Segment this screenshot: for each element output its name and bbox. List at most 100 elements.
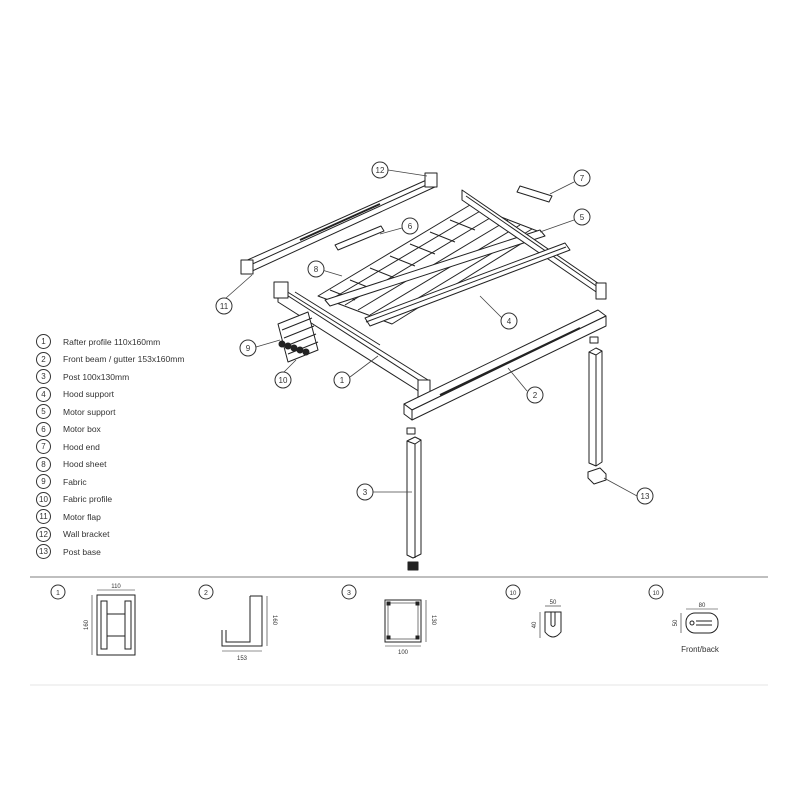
legend-label: Fabric profile — [63, 494, 113, 505]
svg-text:40: 40 — [532, 621, 538, 628]
legend-number: 5 — [36, 404, 51, 420]
legend-label: Fabric — [63, 476, 87, 487]
section-fabric-profile-a: 10 50 40 — [505, 584, 562, 638]
wall-bracket-beam — [240, 172, 438, 275]
legend-item: 9 Fabric — [36, 473, 226, 491]
svg-text:5: 5 — [580, 213, 585, 222]
left-rafter — [273, 281, 431, 398]
svg-text:11: 11 — [220, 302, 229, 311]
legend-label: Motor flap — [63, 511, 101, 522]
legend-label: Post 100x130mm — [63, 371, 130, 382]
legend-number: 4 — [36, 386, 51, 402]
svg-text:50: 50 — [673, 619, 679, 626]
legend-label: Post base — [63, 546, 101, 557]
svg-text:1: 1 — [340, 376, 345, 385]
svg-text:3: 3 — [347, 590, 351, 597]
svg-text:160: 160 — [271, 615, 277, 626]
svg-text:130: 130 — [430, 615, 436, 626]
callout-4: 4 — [500, 312, 518, 330]
legend-item: 12 Wall bracket — [36, 526, 226, 544]
callout-2: 2 — [526, 386, 544, 404]
legend-number: 1 — [36, 334, 51, 350]
svg-text:8: 8 — [314, 265, 319, 274]
parts-legend: 1 Rafter profile 110x160mm 2 Front beam / g… — [36, 333, 226, 561]
svg-text:2: 2 — [204, 590, 208, 597]
fabric-roll — [277, 311, 319, 363]
svg-text:50: 50 — [550, 600, 557, 606]
callouts: 12 7 5 6 8 11 4 9 10 1 2 3 13 — [215, 161, 654, 505]
svg-text:13: 13 — [641, 492, 650, 501]
legend-item: 2 Front beam / gutter 153x160mm — [36, 351, 226, 369]
legend-item: 5 Motor support — [36, 403, 226, 421]
motor-support — [324, 229, 546, 307]
legend-label: Front beam / gutter 153x160mm — [63, 354, 185, 365]
legend-number: 2 — [36, 351, 51, 367]
callout-3: 3 — [356, 483, 374, 501]
svg-text:9: 9 — [246, 344, 251, 353]
legend-item: 8 Hood sheet — [36, 456, 226, 474]
legend-item: 10 Fabric profile — [36, 491, 226, 509]
section-rafter-profile: 1 110 160 — [50, 584, 136, 656]
legend-item: 6 Motor box — [36, 421, 226, 439]
callout-11: 11 — [215, 297, 233, 315]
legend-label: Motor support — [63, 406, 116, 417]
legend-item: 3 Post 100x130mm — [36, 368, 226, 386]
callout-5: 5 — [573, 208, 591, 226]
leader-lines — [225, 169, 638, 497]
legend-number: 10 — [36, 491, 51, 507]
legend-item: 11 Motor flap — [36, 508, 226, 526]
legend-label: Hood end — [63, 441, 100, 452]
svg-text:80: 80 — [699, 603, 706, 609]
legend-number: 9 — [36, 474, 51, 490]
callout-9: 9 — [239, 339, 257, 357]
legend-number: 8 — [36, 456, 51, 472]
legend-item: 1 Rafter profile 110x160mm — [36, 333, 226, 351]
svg-text:3: 3 — [363, 488, 368, 497]
legend-label: Rafter profile 110x160mm — [63, 336, 161, 347]
callout-10: 10 — [274, 371, 292, 389]
callout-13: 13 — [636, 487, 654, 505]
svg-text:153: 153 — [237, 656, 248, 662]
svg-text:12: 12 — [376, 166, 385, 175]
legend-number: 3 — [36, 369, 51, 385]
svg-text:10: 10 — [653, 591, 660, 597]
legend-label: Wall bracket — [63, 529, 110, 540]
callout-1: 1 — [333, 371, 351, 389]
svg-text:10: 10 — [279, 376, 288, 385]
motor-box — [334, 225, 385, 251]
legend-item: 4 Hood support — [36, 386, 226, 404]
front-beam — [403, 309, 607, 421]
legend-number: 13 — [36, 544, 51, 560]
legend-number: 12 — [36, 526, 51, 542]
svg-text:1: 1 — [56, 590, 60, 597]
section-front-beam: 2 160 153 — [198, 584, 277, 662]
legend-number: 6 — [36, 421, 51, 437]
hood-support — [364, 242, 571, 327]
legend-number: 11 — [36, 509, 51, 525]
callout-12: 12 — [371, 161, 389, 179]
svg-text:160: 160 — [84, 619, 90, 630]
section-post: 3 130 100 — [341, 584, 436, 656]
left-post — [406, 436, 422, 571]
hood-end — [516, 185, 553, 203]
legend-label: Hood support — [63, 389, 115, 400]
svg-text:4: 4 — [507, 317, 512, 326]
svg-text:110: 110 — [111, 584, 121, 590]
section-fabric-profile-b: 10 80 50 Front/back — [648, 584, 720, 654]
svg-text:10: 10 — [510, 591, 517, 597]
legend-item: 13 Post base — [36, 543, 226, 561]
profile-sections: 1 110 160 2 160 153 — [50, 584, 720, 662]
svg-text:2: 2 — [533, 391, 538, 400]
legend-label: Hood sheet — [63, 459, 107, 470]
svg-text:100: 100 — [398, 650, 409, 656]
legend-item: 7 Hood end — [36, 438, 226, 456]
right-post — [588, 347, 603, 467]
svg-text:6: 6 — [408, 222, 413, 231]
callout-6: 6 — [401, 217, 419, 235]
post-base — [587, 467, 607, 485]
legend-label: Motor box — [63, 424, 101, 435]
legend-number: 7 — [36, 439, 51, 455]
svg-text:7: 7 — [580, 174, 585, 183]
front-back-caption: Front/back — [681, 645, 720, 654]
